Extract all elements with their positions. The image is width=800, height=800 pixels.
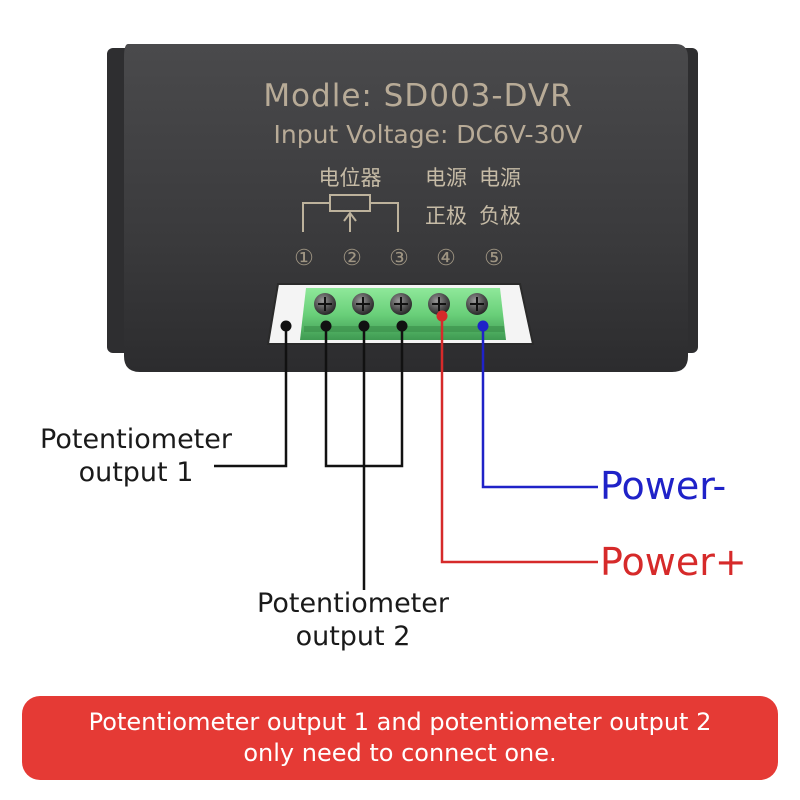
- terminal-number-2: ②: [342, 246, 362, 271]
- label-pot2-line1: Potentiometer: [257, 588, 449, 619]
- label-power-minus: Power-: [600, 464, 727, 508]
- terminal-number-3: ③: [389, 246, 409, 271]
- label-pot1-line2: output 1: [78, 457, 194, 488]
- terminal-screws: [314, 293, 488, 315]
- label-pot1-line1: Potentiometer: [40, 424, 232, 455]
- screw-5: [466, 293, 488, 315]
- note-line-1: Potentiometer output 1 and potentiometer…: [88, 708, 712, 736]
- screw-4: [428, 293, 450, 315]
- label-potentiometer-output-2: Potentiometer output 2: [228, 587, 478, 653]
- power-negative-cn-bottom: 负极: [479, 204, 521, 228]
- dot-ground-point: [280, 320, 292, 332]
- dot-terminal-3: [396, 320, 408, 332]
- model-text: Modle: SD003-DVR: [263, 78, 572, 114]
- dot-terminal-2: [358, 320, 370, 332]
- screw-1: [314, 293, 336, 315]
- power-positive-cn-bottom: 正极: [425, 204, 467, 228]
- wire-pot-output-2: [324, 326, 404, 590]
- terminal-number-5: ⑤: [484, 246, 504, 271]
- label-power-plus: Power+: [600, 540, 747, 584]
- dot-terminal-1: [320, 320, 332, 332]
- potentiometer-symbol-icon: [302, 194, 399, 232]
- wire-power-minus: [481, 326, 598, 489]
- terminal-numbers: ① ② ③ ④ ⑤: [294, 246, 504, 271]
- device-body: [124, 44, 688, 372]
- voltage-text: Input Voltage: DC6V-30V: [273, 120, 582, 149]
- note-banner: Potentiometer output 1 and potentiometer…: [22, 696, 778, 780]
- potentiometer-cn-label: 电位器: [319, 166, 382, 190]
- note-line-2: only need to connect one.: [243, 739, 557, 767]
- power-negative-cn-top: 电源: [479, 166, 521, 190]
- screw-3: [390, 293, 412, 315]
- terminal-number-4: ④: [436, 246, 456, 271]
- wire-pot-output-1: [214, 326, 288, 468]
- dot-terminal-5: [477, 320, 489, 332]
- dot-terminal-4: [436, 310, 448, 322]
- terminal-number-1: ①: [294, 246, 314, 271]
- label-pot2-line2: output 2: [295, 621, 411, 652]
- power-positive-cn-top: 电源: [425, 166, 467, 190]
- screw-2: [352, 293, 374, 315]
- wire-power-plus: [440, 316, 598, 564]
- label-potentiometer-output-1: Potentiometer output 1: [18, 423, 254, 489]
